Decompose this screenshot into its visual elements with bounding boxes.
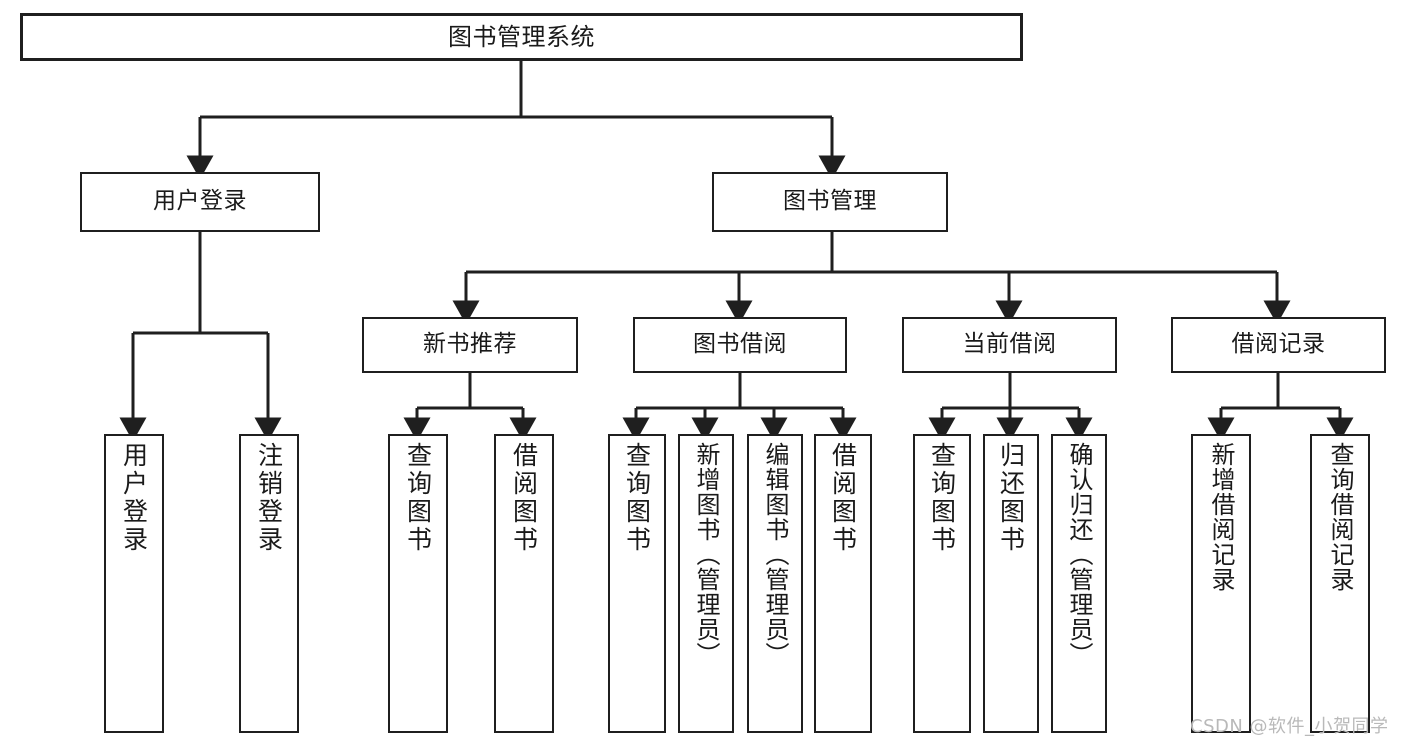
node-user-login[interactable]: 用户登录 (80, 172, 320, 232)
node-label: 确认归还（管理员） (1065, 442, 1093, 667)
leaf-add-borrow-record[interactable]: 新增借阅记录 (1191, 434, 1251, 733)
leaf-user-logout[interactable]: 注销登录 (239, 434, 299, 733)
leaf-borrow-book[interactable]: 借阅图书 (814, 434, 872, 733)
node-book-management[interactable]: 图书管理 (712, 172, 948, 232)
node-borrow-record[interactable]: 借阅记录 (1171, 317, 1386, 373)
node-label: 归还图书 (996, 442, 1026, 554)
node-label: 用户登录 (153, 188, 247, 215)
node-label: 注销登录 (254, 442, 284, 554)
node-label: 当前借阅 (962, 331, 1057, 358)
node-label: 查询图书 (622, 442, 652, 554)
node-label: 借阅记录 (1231, 331, 1326, 358)
node-label: 用户登录 (119, 442, 149, 554)
node-label: 新书推荐 (423, 331, 517, 358)
leaf-return-book[interactable]: 归还图书 (983, 434, 1039, 733)
node-current-borrow[interactable]: 当前借阅 (902, 317, 1117, 373)
leaf-query-book-current[interactable]: 查询图书 (913, 434, 971, 733)
leaf-query-book-recommend[interactable]: 查询图书 (388, 434, 448, 733)
leaf-query-borrow-record[interactable]: 查询借阅记录 (1310, 434, 1370, 733)
node-label: 新增图书（管理员） (692, 442, 720, 667)
leaf-user-login[interactable]: 用户登录 (104, 434, 164, 733)
node-label: 借阅图书 (828, 442, 858, 554)
csdn-watermark: CSDN @软件_小贺同学 (1190, 716, 1389, 737)
leaf-confirm-return-admin[interactable]: 确认归还（管理员） (1051, 434, 1107, 733)
node-label: 图书管理 (783, 188, 877, 215)
node-label: 图书借阅 (693, 331, 787, 358)
leaf-query-book-borrow[interactable]: 查询图书 (608, 434, 666, 733)
node-label: 借阅图书 (509, 442, 539, 554)
leaf-add-book-admin[interactable]: 新增图书（管理员） (678, 434, 734, 733)
node-label: 新增借阅记录 (1207, 442, 1235, 592)
node-label: 查询图书 (927, 442, 957, 554)
node-new-book-recommend[interactable]: 新书推荐 (362, 317, 578, 373)
node-root-system[interactable]: 图书管理系统 (20, 13, 1023, 61)
leaf-borrow-book-recommend[interactable]: 借阅图书 (494, 434, 554, 733)
node-label: 查询借阅记录 (1326, 442, 1354, 592)
node-book-borrow[interactable]: 图书借阅 (633, 317, 847, 373)
node-label: 图书管理系统 (448, 22, 595, 51)
node-label: 查询图书 (403, 442, 433, 554)
node-label: 编辑图书（管理员） (761, 442, 789, 667)
leaf-edit-book-admin[interactable]: 编辑图书（管理员） (747, 434, 803, 733)
